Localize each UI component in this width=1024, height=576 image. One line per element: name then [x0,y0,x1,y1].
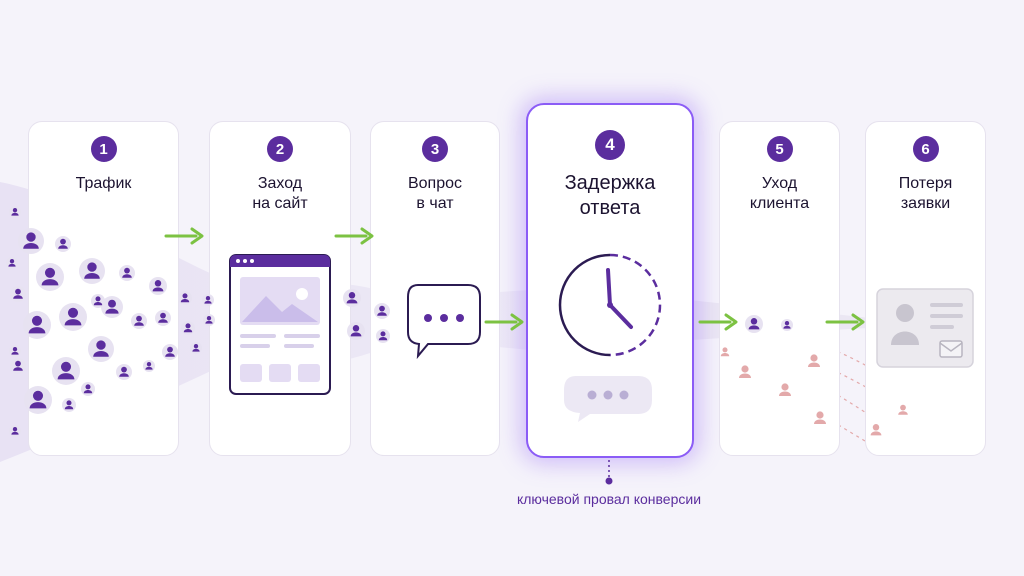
step-card-5: 5 Уход клиента [719,121,840,456]
step-badge-2: 2 [267,136,293,162]
key-failure-caption: ключевой провал конверсии [516,491,702,507]
step-title-3: Вопрос в чат [407,175,463,212]
step-badge-6: 6 [912,136,939,162]
step-title-5: Уход клиента [749,175,810,212]
step-title-2: Заход на сайт [252,175,308,212]
step-card-1: 1 Трафик [28,121,179,456]
step-title-4: Задержка ответа [564,172,656,219]
step-badge-5: 5 [766,136,793,162]
step-badge-1: 1 [90,136,117,162]
step-title-6: Потеря заявки [898,175,953,212]
step-card-3: 3 Вопрос в чат [370,121,500,456]
step-title-1: Трафик [75,175,132,192]
step-card-2: 2 Заход на сайт [209,121,351,456]
step-badge-3: 3 [422,136,448,162]
step-badge-4: 4 [595,130,625,160]
step-card-4: 4 Задержка ответа [526,103,694,458]
step-card-6: 6 Потеря заявки [865,121,986,456]
